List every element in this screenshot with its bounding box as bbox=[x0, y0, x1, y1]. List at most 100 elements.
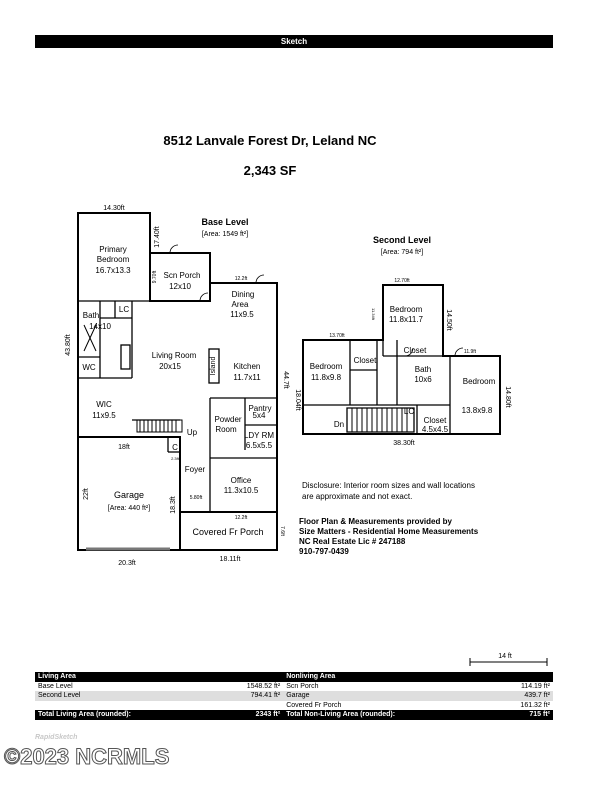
dim-garage-height: 22ft bbox=[83, 488, 90, 500]
area-row-label: Garage bbox=[283, 691, 490, 701]
area-table: Living Area Nonliving Area Base Level 15… bbox=[35, 672, 553, 720]
credit-line1: Floor Plan & Measurements provided by bbox=[299, 517, 452, 526]
scale-bar bbox=[469, 658, 548, 666]
room-bedroom-right-size: 13.8x9.8 bbox=[462, 406, 493, 415]
total-sf: 2,343 SF bbox=[243, 163, 297, 178]
island-label: Island bbox=[210, 357, 217, 376]
room-lc-upper: LC bbox=[404, 407, 414, 416]
dim-upper-left-top: 13.70ft bbox=[329, 333, 345, 339]
room-wic-size: 11x9.5 bbox=[92, 411, 116, 420]
disclosure: Disclosure: Interior room sizes and wall… bbox=[302, 480, 532, 502]
area-row-label: Base Level bbox=[38, 682, 73, 690]
room-bath-upper-size: 10x6 bbox=[414, 375, 432, 384]
room-primary-bedroom-size: 16.7x13.3 bbox=[95, 266, 131, 275]
room-powder-line2: Room bbox=[215, 425, 237, 434]
room-closet-small: Closet bbox=[424, 416, 447, 425]
room-primary-bedroom-line2: Bedroom bbox=[97, 255, 130, 264]
area-row-label: Scn Porch bbox=[286, 682, 319, 690]
dim-garage-top: 18ft bbox=[118, 444, 130, 451]
dim-office-bottom: 12.2ft bbox=[235, 515, 248, 521]
area-row-value: 161.32 ft² bbox=[520, 701, 550, 709]
room-bedroom-left: Bedroom bbox=[310, 362, 343, 371]
dim-top-width: 14.30ft bbox=[103, 205, 124, 212]
second-level-title: Second Level bbox=[373, 235, 431, 245]
total-living-value: 2343 ft² bbox=[212, 710, 284, 720]
dim-upper-top-right: 14.50ft bbox=[445, 309, 452, 330]
dim-foyer-width: 5.80ft bbox=[190, 495, 203, 501]
area-row-value: 439.7 ft² bbox=[489, 691, 553, 701]
area-row-label: Second Level bbox=[35, 691, 213, 701]
room-closet-small-size: 4.5x4.5 bbox=[422, 425, 449, 434]
second-level-outline bbox=[302, 284, 501, 435]
room-wc: WC bbox=[82, 363, 96, 372]
room-dining-size: 11x9.5 bbox=[230, 310, 254, 319]
room-garage-area: [Area: 440 ft²] bbox=[108, 505, 150, 512]
room-dining-line2: Area bbox=[232, 300, 249, 309]
dim-small-a: 2.3ft bbox=[171, 456, 180, 461]
area-row-value bbox=[212, 701, 283, 711]
dim-upper-right-height: 14.80ft bbox=[504, 386, 511, 407]
room-bath-size: 14x10 bbox=[89, 322, 111, 331]
dim-porch-side: 9.70ft bbox=[152, 270, 158, 283]
room-pantry: Pantry bbox=[248, 404, 271, 413]
area-row-value: 794.41 ft² bbox=[212, 691, 284, 701]
room-bedroom-right: Bedroom bbox=[463, 377, 496, 386]
dim-porch-right: 7.6ft bbox=[279, 526, 285, 536]
dim-garage-bottom: 20.3ft bbox=[118, 560, 136, 567]
room-bedroom-top: Bedroom bbox=[390, 305, 423, 314]
room-pantry-size: 5x4 bbox=[253, 411, 266, 420]
room-garage: Garage bbox=[114, 490, 144, 500]
credit-line3: NC Real Estate Lic # 247188 bbox=[299, 537, 406, 546]
room-ldy-size: 6.5x5.5 bbox=[246, 441, 273, 450]
room-bedroom-left-size: 11.8x9.8 bbox=[311, 373, 342, 382]
stair-up-label: Up bbox=[187, 428, 198, 437]
room-bath-upper: Bath bbox=[415, 365, 431, 374]
base-level-area: [Area: 1549 ft²] bbox=[202, 231, 248, 238]
room-office-size: 11.3x10.5 bbox=[224, 486, 259, 495]
nonliving-area-header: Nonliving Area bbox=[283, 672, 553, 682]
address-title: 8512 Lanvale Forest Dr, Leland NC bbox=[163, 133, 377, 148]
dim-left-height: 43.80ft bbox=[65, 334, 72, 355]
credit-block: Floor Plan & Measurements provided by Si… bbox=[299, 517, 478, 557]
room-living: Living Room bbox=[152, 351, 197, 360]
room-ldy: LDY RM bbox=[244, 431, 274, 440]
room-powder-line1: Powder bbox=[214, 415, 241, 424]
room-living-size: 20x15 bbox=[159, 362, 181, 371]
room-bedroom-top-size: 11.8x11.7 bbox=[389, 315, 424, 324]
area-row-value: 114.19 ft² bbox=[520, 682, 550, 690]
room-kitchen: Kitchen bbox=[234, 362, 261, 371]
dim-dining-top: 12.2ft bbox=[235, 276, 248, 282]
room-wic: WIC bbox=[96, 400, 112, 409]
disclosure-line2: are approximate and not exact. bbox=[302, 492, 413, 501]
area-row-value: 1548.52 ft² bbox=[246, 682, 281, 690]
dim-right-height-a: 44.7ft bbox=[282, 371, 289, 389]
room-covered-porch: Covered Fr Porch bbox=[192, 527, 263, 537]
dim-porch-height: 17.40ft bbox=[154, 226, 161, 247]
room-closet-left: Closet bbox=[354, 356, 377, 365]
credit-line4: 910-797-0439 bbox=[299, 547, 349, 556]
total-nonliving-value: 715 ft² bbox=[489, 710, 553, 720]
dim-porch-bottom: 18.11ft bbox=[220, 556, 241, 563]
room-bath: Bath bbox=[83, 311, 99, 320]
total-nonliving-label: Total Non-Living Area (rounded): bbox=[283, 710, 490, 720]
total-living-label: Total Living Area (rounded): bbox=[35, 710, 213, 720]
dim-upper-bottom-width: 38.30ft bbox=[393, 440, 414, 447]
room-scn-porch-size: 12x10 bbox=[169, 282, 191, 291]
dim-upper-top-width: 12.70ft bbox=[394, 278, 410, 284]
room-closet-center: Closet bbox=[404, 346, 427, 355]
second-level-area: [Area: 794 ft²] bbox=[381, 249, 423, 256]
sketch-header: Sketch bbox=[35, 35, 553, 48]
base-level-title: Base Level bbox=[201, 217, 248, 227]
stair-down-label: Dn bbox=[334, 420, 344, 429]
disclosure-line1: Disclosure: Interior room sizes and wall… bbox=[302, 481, 475, 490]
room-office: Office bbox=[231, 476, 252, 485]
scale-label: 14 ft bbox=[498, 653, 512, 660]
room-primary-bedroom-line1: Primary bbox=[99, 245, 127, 254]
dim-right-height-b: 18.04ft bbox=[294, 389, 301, 410]
room-scn-porch: Scn Porch bbox=[164, 271, 201, 280]
living-area-header: Living Area bbox=[35, 672, 284, 682]
watermark: ©2023 NCRMLS bbox=[3, 744, 170, 770]
room-dining-line1: Dining bbox=[232, 290, 255, 299]
room-closet-c: C bbox=[172, 443, 178, 452]
